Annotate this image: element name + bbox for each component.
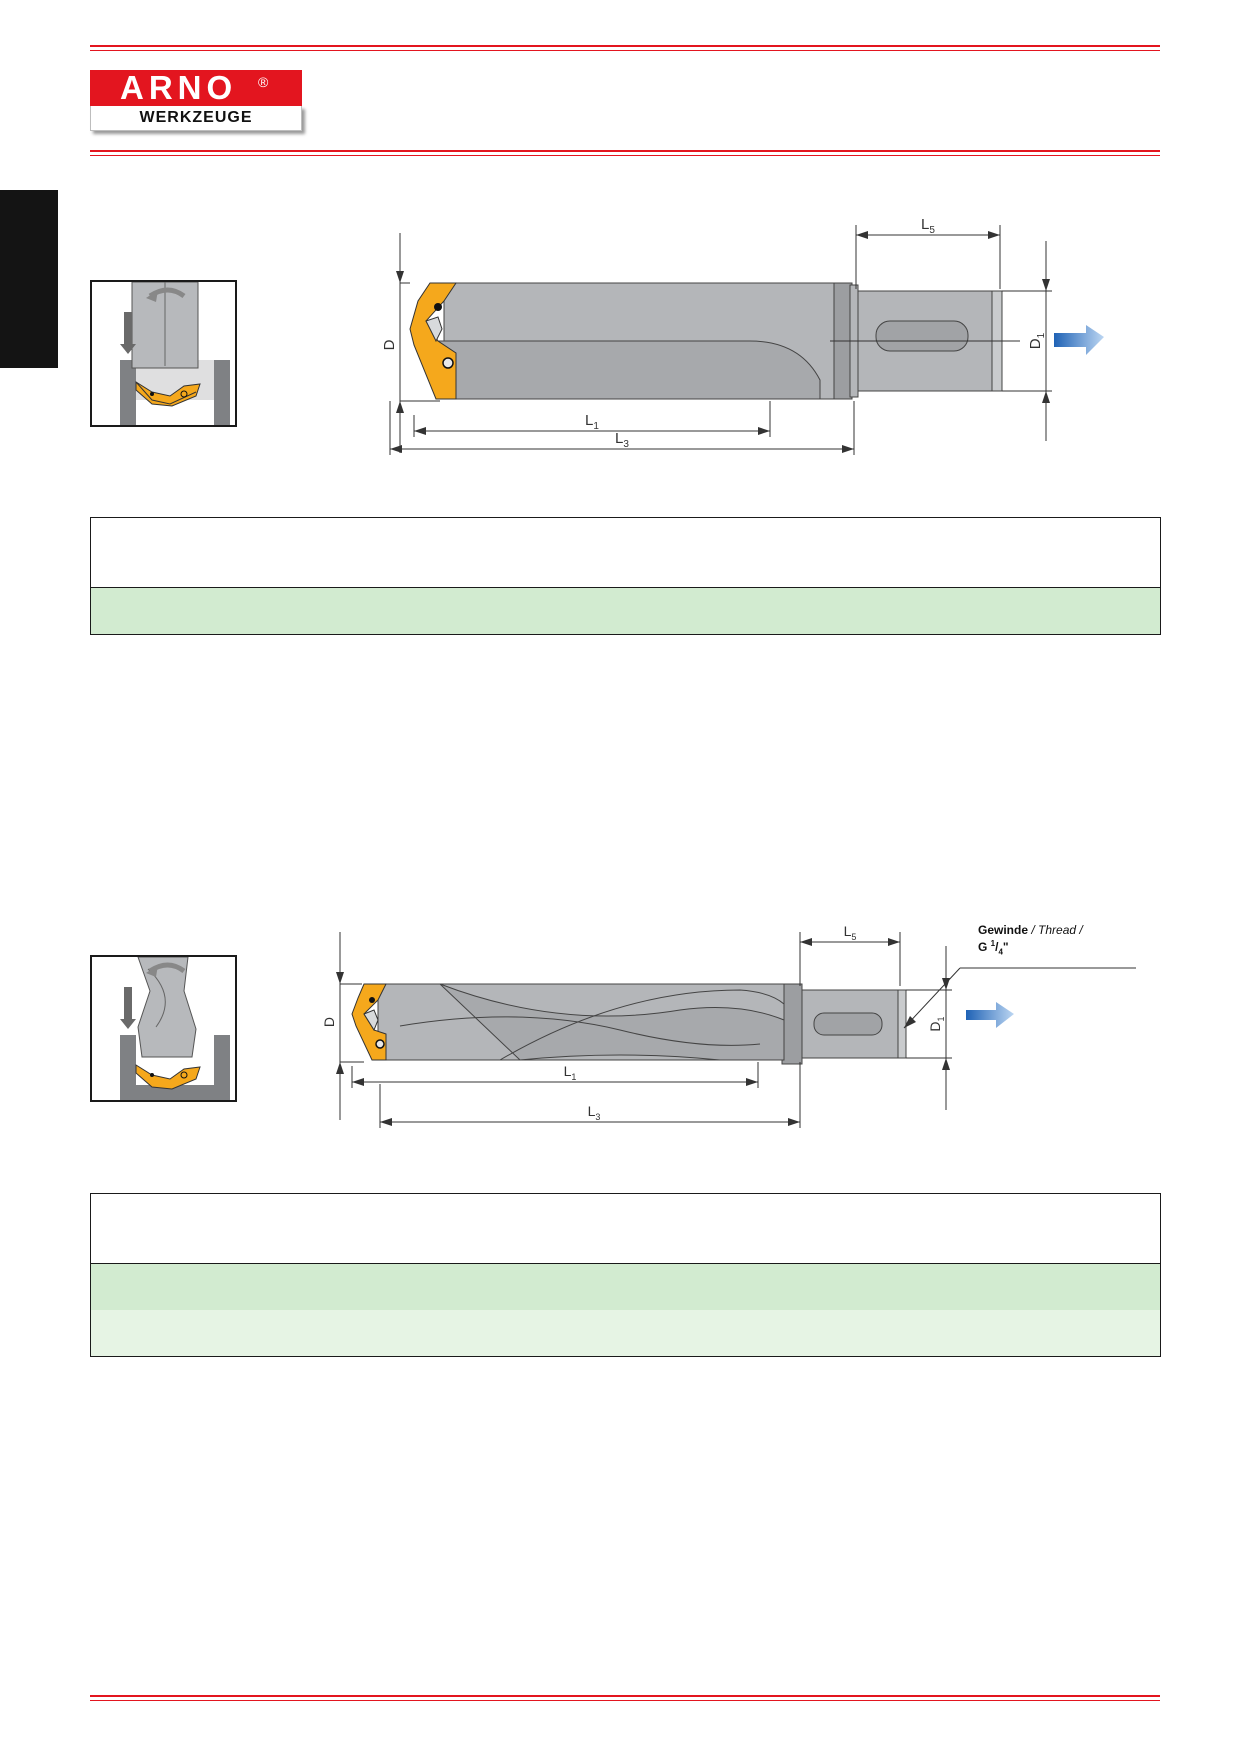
header-rule-top bbox=[90, 45, 1160, 51]
thread-spec-den: 4 bbox=[998, 947, 1003, 957]
header-rule-bottom bbox=[90, 150, 1160, 156]
dim2-label-D: D bbox=[321, 1017, 337, 1027]
dim-label-D: D bbox=[381, 339, 398, 350]
svg-text:L1: L1 bbox=[585, 412, 599, 432]
tool-drawing-2: D L1 L3 L5 D1 bbox=[320, 910, 1140, 1145]
dim-label-L3-sub: 3 bbox=[623, 439, 629, 450]
svg-text:L3: L3 bbox=[588, 1103, 601, 1122]
dim2-label-L1-sub: 1 bbox=[571, 1072, 576, 1082]
specification-table-2 bbox=[90, 1193, 1161, 1357]
dim-label-L5: L bbox=[921, 216, 929, 233]
specification-table-1 bbox=[90, 517, 1161, 635]
drilling-illustration-1 bbox=[90, 280, 237, 427]
footer-rule bbox=[90, 1695, 1160, 1701]
table-row bbox=[91, 588, 1160, 634]
thread-spec-num: 1 bbox=[990, 939, 996, 948]
svg-text:D1: D1 bbox=[1027, 332, 1047, 349]
dim-label-D1-sub: 1 bbox=[1036, 332, 1047, 338]
dim2-label-L5: L bbox=[844, 923, 852, 939]
dim2-label-L3-sub: 3 bbox=[595, 1112, 600, 1122]
arno-logo: ARNO ® WERKZEUGE bbox=[90, 70, 302, 132]
svg-text:D1: D1 bbox=[927, 1016, 946, 1031]
thread-sep-2: / bbox=[1076, 923, 1083, 937]
dim-label-D1: D bbox=[1027, 338, 1044, 349]
tool-drawing-1: D L1 L3 L5 D1 bbox=[380, 205, 1140, 470]
coolant-arrow-icon bbox=[1054, 325, 1104, 355]
table-row bbox=[91, 1310, 1160, 1356]
dim2-label-D1: D bbox=[927, 1021, 943, 1031]
svg-text:L5: L5 bbox=[921, 216, 935, 236]
dim-label-L3: L bbox=[615, 430, 623, 447]
thread-spec-prefix: G bbox=[978, 940, 991, 954]
svg-text:L5: L5 bbox=[844, 923, 857, 942]
logo-registered-mark: ® bbox=[258, 74, 269, 90]
thread-label-en: Thread bbox=[1038, 923, 1077, 937]
table-2-header bbox=[91, 1194, 1160, 1264]
dim-label-L1-sub: 1 bbox=[593, 421, 599, 432]
thread-sep-1: / bbox=[1028, 923, 1039, 937]
dim2-label-L1: L bbox=[564, 1063, 572, 1079]
svg-text:L3: L3 bbox=[615, 430, 629, 450]
thread-callout: Gewinde / Thread / G 1/4" bbox=[978, 923, 1083, 957]
svg-text:L1: L1 bbox=[564, 1063, 577, 1082]
logo-subtitle: WERKZEUGE bbox=[90, 106, 302, 131]
dim2-label-L3: L bbox=[588, 1103, 596, 1119]
drilling-illustration-2 bbox=[90, 955, 237, 1102]
thread-spec-suffix: " bbox=[1002, 940, 1009, 954]
thread-label-de: Gewinde bbox=[978, 923, 1029, 937]
chapter-side-tab bbox=[0, 190, 58, 368]
logo-name: ARNO bbox=[120, 69, 238, 106]
dim2-label-L5-sub: 5 bbox=[851, 932, 856, 942]
coolant-arrow-icon-2 bbox=[966, 1002, 1014, 1028]
dim2-label-D1-sub: 1 bbox=[936, 1016, 946, 1021]
dim-label-L1: L bbox=[585, 412, 593, 429]
table-1-header bbox=[91, 518, 1160, 588]
table-row bbox=[91, 1264, 1160, 1310]
dim-label-L5-sub: 5 bbox=[929, 225, 935, 236]
